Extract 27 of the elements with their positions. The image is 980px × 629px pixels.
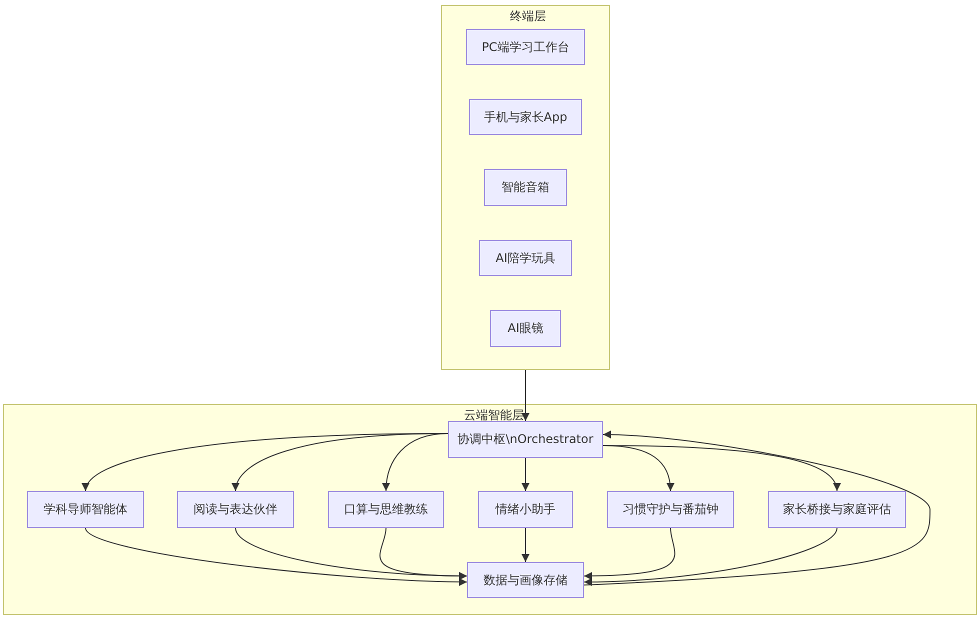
- arrow: [522, 370, 530, 422]
- process-box: 智能音箱: [484, 169, 567, 206]
- process-box: 家长桥接与家庭评估: [768, 491, 906, 528]
- arrow: [522, 458, 530, 492]
- arrow: [602, 445, 840, 492]
- process-box: 手机与家长App: [469, 99, 582, 135]
- arrow: [380, 528, 468, 580]
- arrow: [85, 528, 468, 586]
- layer-panel: [441, 5, 610, 370]
- process-box: 数据与画像存储: [467, 562, 584, 598]
- arrow: [382, 433, 448, 492]
- process-box: 阅读与表达伙伴: [177, 491, 294, 528]
- layer-panel: [3, 404, 977, 615]
- arrow: [584, 528, 676, 580]
- arrow: [522, 528, 530, 562]
- layer-title: 终端层: [510, 8, 546, 25]
- process-box: AI陪学玩具: [479, 240, 572, 276]
- process-box: 口算与思维教练: [328, 491, 444, 528]
- layer-title: 云端智能层: [464, 407, 524, 424]
- process-box: 习惯守护与番茄钟: [607, 491, 734, 528]
- process-box: 协调中枢\nOrchestrator: [448, 421, 603, 458]
- process-box: 情绪小助手: [478, 491, 573, 528]
- process-box: AI眼镜: [490, 310, 561, 347]
- process-box: PC端学习工作台: [466, 29, 585, 65]
- arrow: [584, 430, 930, 586]
- process-box: 学科导师智能体: [27, 491, 144, 528]
- arrow: [584, 528, 838, 586]
